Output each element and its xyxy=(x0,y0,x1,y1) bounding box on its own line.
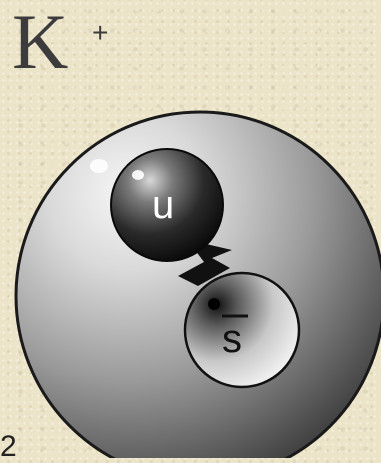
quark-s-core-dot xyxy=(208,298,220,310)
quark-u-label: u xyxy=(152,183,174,227)
quark-s-label: s xyxy=(222,317,242,361)
hadron-highlight xyxy=(90,159,108,173)
quark-u-highlight xyxy=(132,170,144,180)
quark-s-sphere xyxy=(185,273,299,387)
